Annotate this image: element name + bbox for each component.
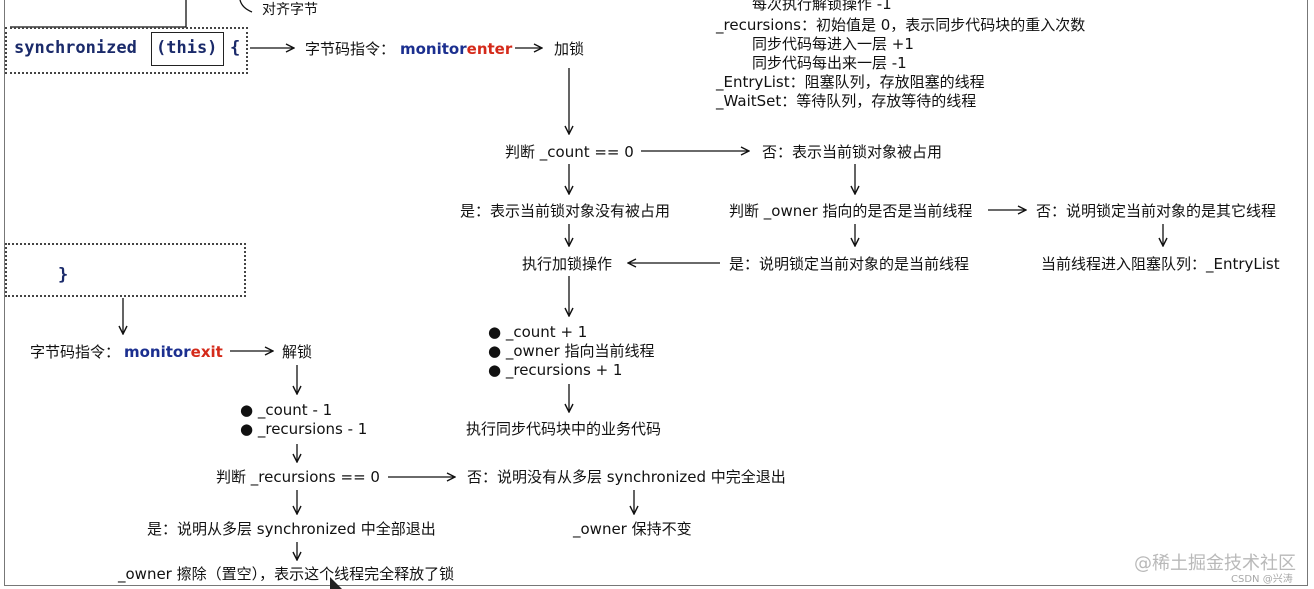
this-box [151,32,224,66]
note-curve [239,0,253,13]
cursor-icon [330,577,342,589]
unlock-effect-2: ● _recursions - 1 [240,420,368,438]
watermark-credit: CSDN @兴涛 [1231,574,1293,585]
enter-instr-b: enter [466,40,513,58]
synchronized-keyword: synchronized [14,38,137,58]
enter-instr-a: monitor [400,40,467,58]
check-count: 判断 _count == 0 [505,143,634,161]
enter-entrylist: 当前线程进入阻塞队列：_EntryList [1041,255,1280,273]
watermark-site: @稀土掘金技术社区 [1134,553,1296,574]
open-brace: { [230,38,241,58]
note-line-1: 每次执行解锁操作 -1 [752,0,892,13]
owner-clear: _owner 擦除（置空），表示这个线程完全释放了锁 [118,565,455,583]
yes-free: 是：表示当前锁对象没有被占用 [460,202,671,220]
owner-keep: _owner 保持不变 [573,520,692,538]
lock-effect-3: ● _recursions + 1 [488,361,623,379]
no-occupied: 否：表示当前锁对象被占用 [762,143,943,161]
do-lock: 执行加锁操作 [522,255,613,273]
run-code: 执行同步代码块中的业务代码 [466,420,662,438]
note-line-3: 同步代码每进入一层 +1 [752,35,914,53]
exit-instruction: monitorexit [124,343,223,361]
note-line-6: _WaitSet：等待队列，存放等待的线程 [716,92,977,110]
lock-effect-2: ● _owner 指向当前线程 [488,342,655,360]
exit-instr-a: monitor [124,343,191,361]
check-recursions: 判断 _recursions == 0 [216,468,380,486]
exit-action: 解锁 [282,343,313,361]
top-note: 对齐字节 [262,2,318,18]
enter-prefix: 字节码指令： [305,40,396,58]
close-brace: } [58,265,69,285]
no-other-thread: 否：说明锁定当前对象的是其它线程 [1036,202,1277,220]
yes-current-thread: 是：说明锁定当前对象的是当前线程 [729,255,970,273]
code-open-box [5,27,248,74]
diagram-frame [4,0,1308,586]
code-close-box [5,243,246,297]
enter-action: 加锁 [554,40,585,58]
check-owner: 判断 _owner 指向的是否是当前线程 [729,202,973,220]
yes-exited: 是：说明从多层 synchronized 中全部退出 [147,520,436,538]
this-arg: (this) [156,38,218,58]
note-line-4: 同步代码每出来一层 -1 [752,54,907,72]
note-line-2: _recursions：初始值是 0，表示同步代码块的重入次数 [716,16,1086,34]
enter-instruction: monitorenter [400,40,512,58]
exit-instr-b: exit [190,343,223,361]
exit-prefix: 字节码指令： [30,343,121,361]
note-line-5: _EntryList：阻塞队列，存放阻塞的线程 [716,73,985,91]
unlock-effect-1: ● _count - 1 [240,401,333,419]
no-not-exited: 否：说明没有从多层 synchronized 中完全退出 [467,468,786,486]
lock-effect-1: ● _count + 1 [488,323,588,341]
